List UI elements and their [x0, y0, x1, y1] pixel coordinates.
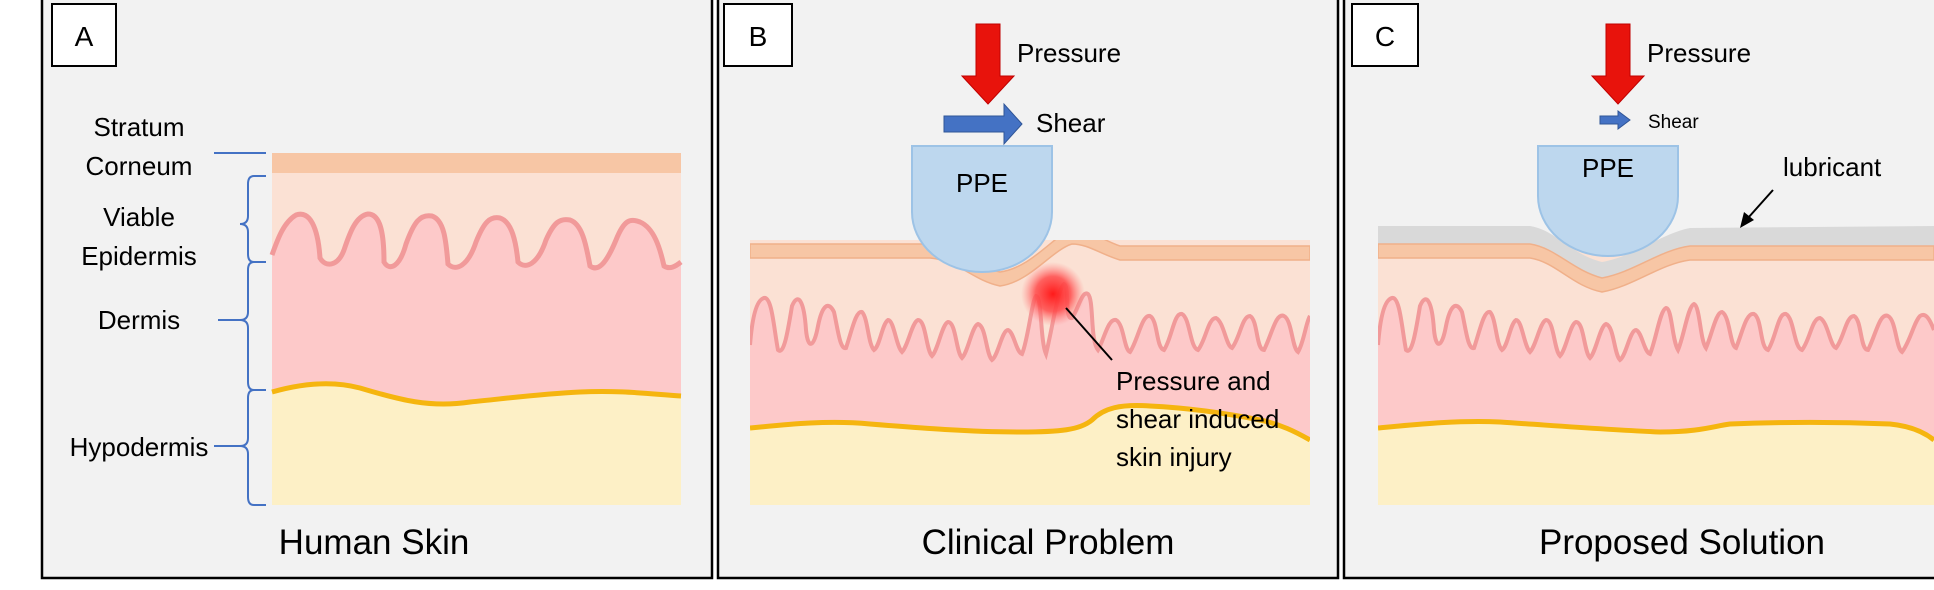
- hypodermis-border: [271, 381, 682, 407]
- label-stratum: Stratum: [93, 112, 184, 142]
- panel-b-letter: B: [749, 21, 768, 52]
- label-dermis: Dermis: [98, 305, 180, 335]
- lubricant-label: lubricant: [1783, 152, 1882, 182]
- panel-b-pressure-arrow: [960, 23, 1016, 105]
- panel-b-hypodermis-border: [750, 403, 1310, 443]
- panel-c-hypodermis-layer: [1378, 421, 1934, 505]
- panel-c-shear-arrow: [1599, 110, 1631, 130]
- injury-label-line-3: skin injury: [1116, 442, 1232, 472]
- panel-a-title: Human Skin: [279, 523, 470, 562]
- injury-label-line-1: Pressure and: [1116, 366, 1271, 396]
- panel-b-ppe: [911, 145, 1053, 273]
- panel-a-letter: A: [75, 21, 94, 52]
- lubricant-layer: [1378, 226, 1934, 284]
- injury-callout-line: [1065, 307, 1113, 361]
- panel-b-shear-label: Shear: [1036, 108, 1106, 138]
- panel-c-stratum-corneum: [1378, 243, 1934, 293]
- panel-b-hypodermis-layer: [750, 405, 1310, 505]
- panel-c-ppe-label: PPE: [1582, 153, 1634, 183]
- label-epidermis: Epidermis: [81, 241, 197, 271]
- label-hypodermis: Hypodermis: [70, 432, 209, 462]
- dermal-papillae-line: [269, 211, 683, 271]
- panel-a-letter-box: [51, 3, 117, 67]
- lubricant-arrow-head: [1740, 212, 1754, 228]
- panel-c-pressure-arrow: [1590, 23, 1646, 105]
- panel-b-stratum-corneum: [750, 240, 1310, 287]
- panel-c-shear-label: Shear: [1648, 112, 1699, 133]
- panel-c-letter: C: [1375, 21, 1395, 52]
- stratum-corneum-layer: [272, 153, 681, 173]
- panel-c-hypodermis-border: [1378, 418, 1934, 442]
- panel-c-ppe: [1537, 145, 1679, 257]
- panel-a: A Stratum Corneum Viable Epidermis Dermi…: [40, 0, 714, 580]
- panel-c-papillae-line: [1378, 296, 1934, 363]
- panel-b-shear-arrow: [943, 102, 1023, 146]
- panel-b-title: Clinical Problem: [922, 523, 1175, 562]
- bracket-viable-epidermis: [239, 175, 266, 263]
- layer-brackets: [214, 152, 266, 506]
- hypodermis-layer: [272, 383, 681, 505]
- panel-b-letter-box: [723, 3, 793, 67]
- panel-c: C PPE Pressure Shear lubricant Proposed …: [1342, 0, 1934, 580]
- label-viable: Viable: [103, 202, 175, 232]
- panel-c-title: Proposed Solution: [1539, 523, 1825, 562]
- panel-c-letter-box: [1351, 3, 1419, 67]
- label-corneum: Corneum: [86, 151, 193, 181]
- panel-b-papillae-line: [750, 281, 1310, 363]
- panel-b: B PPE Pressure Shear Pressure and shear …: [716, 0, 1340, 580]
- panel-b-pressure-label: Pressure: [1017, 38, 1121, 68]
- injury-spot: [1021, 262, 1085, 326]
- panel-c-pressure-label: Pressure: [1647, 38, 1751, 68]
- panel-c-skin: [1378, 226, 1934, 505]
- panel-b-ppe-label: PPE: [956, 168, 1008, 198]
- lubricant-arrow-line: [1747, 189, 1774, 219]
- injury-label-line-2: shear induced: [1116, 404, 1279, 434]
